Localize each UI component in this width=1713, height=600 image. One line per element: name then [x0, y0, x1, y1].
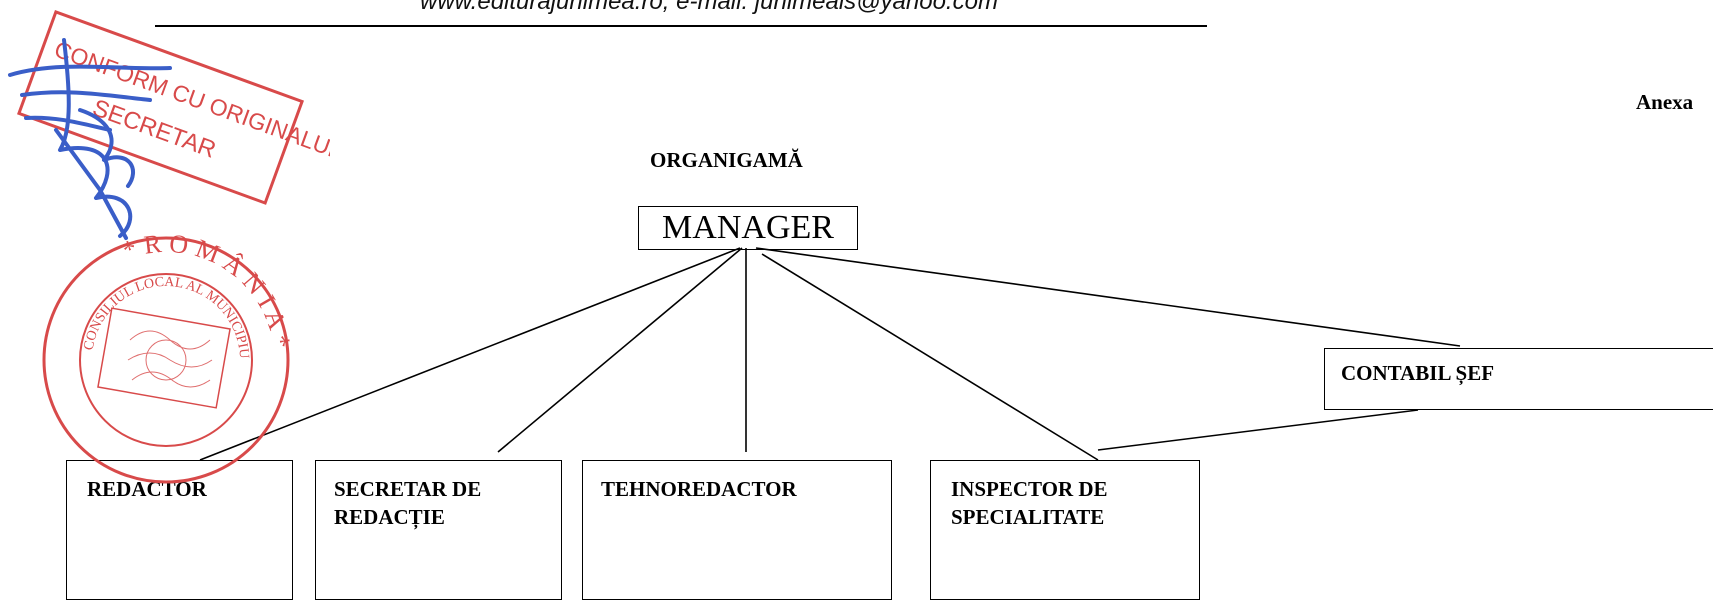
org-node-manager: MANAGER — [638, 206, 858, 250]
node-label: INSPECTOR DE SPECIALITATE — [951, 477, 1108, 529]
edge-contabil-inspector — [1097, 409, 1419, 451]
annex-label: Anexa — [1636, 90, 1694, 114]
edge-manager-redactor — [199, 247, 741, 461]
org-node-contabil-sef: CONTABIL ȘEF — [1324, 348, 1713, 410]
header-rule — [155, 25, 1207, 27]
header-contact-text: www.editurajunimea.ro; e-mail: junimeais… — [420, 0, 998, 15]
org-node-tehnoredactor: TEHNOREDACTOR — [582, 460, 892, 600]
page-title: ORGANIGAMĂ — [650, 148, 803, 172]
edge-manager-secretar — [497, 247, 743, 453]
node-label: SECRETAR DE REDACȚIE — [334, 477, 482, 529]
node-label: CONTABIL ȘEF — [1341, 361, 1495, 385]
org-node-secretar-de-redactie: SECRETAR DE REDACȚIE — [315, 460, 562, 600]
edge-manager-inspector — [761, 253, 1099, 461]
handwritten-signature — [8, 38, 172, 240]
edge-manager-contabil — [755, 247, 1461, 347]
seal-text-inner: CONSILIUL LOCAL AL MUNICIPIULUI IAȘI — [0, 0, 251, 359]
official-stamps: CONFORM CU ORIGINALUL SECRETAR * R O M Â… — [0, 0, 330, 484]
node-label: TEHNOREDACTOR — [601, 477, 797, 501]
org-node-inspector-de-specialitate: INSPECTOR DE SPECIALITATE — [930, 460, 1200, 600]
